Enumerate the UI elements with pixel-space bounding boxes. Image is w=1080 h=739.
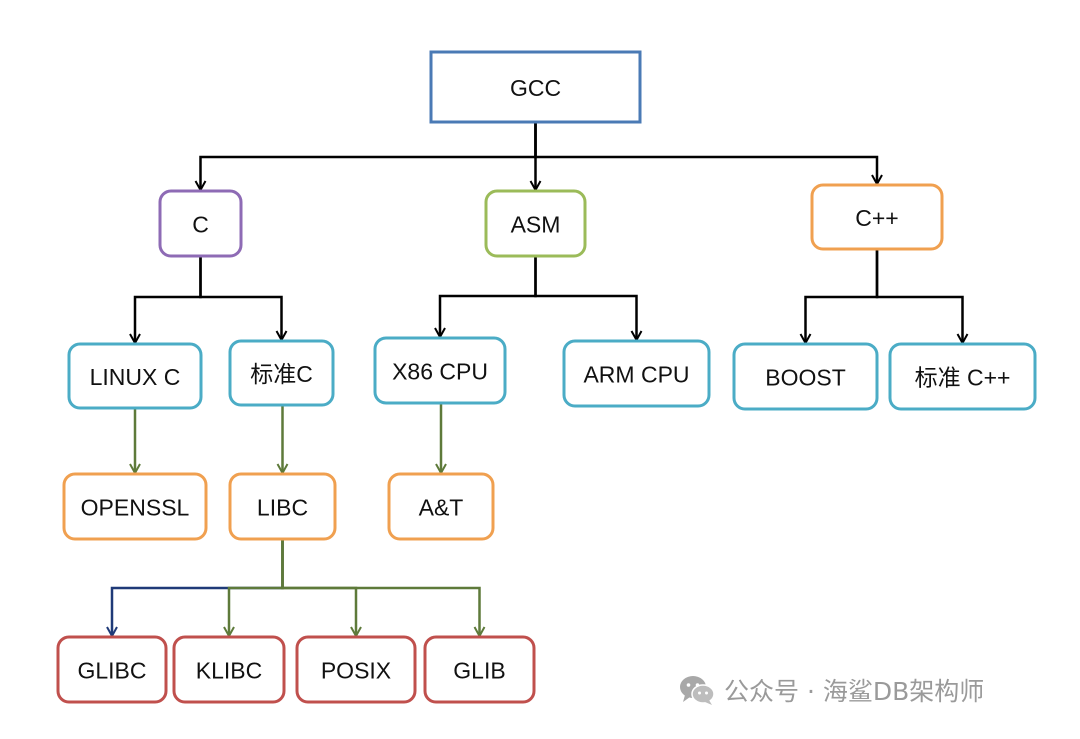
node-box — [423, 635, 536, 704]
edge-cpp-to-boost — [806, 249, 879, 343]
node-asm: ASM — [484, 189, 587, 258]
node-libc: LIBC — [228, 472, 337, 541]
node-label: GLIBC — [77, 658, 146, 684]
node-std-cpp: 标准 C++ — [888, 342, 1037, 411]
node-box — [172, 635, 286, 704]
node-box — [387, 472, 495, 541]
node-label: 标准 C++ — [915, 365, 1011, 391]
node-gcc: GCC — [429, 50, 642, 124]
edge-asm-to-x86_cpu — [440, 256, 537, 337]
node-box — [429, 50, 642, 124]
node-label: X86 CPU — [392, 359, 488, 385]
node-label: ASM — [511, 212, 561, 238]
node-c: C — [158, 189, 243, 258]
node-label: C — [192, 212, 209, 238]
node-arm-cpu: ARM CPU — [562, 339, 711, 408]
node-label: A&T — [419, 495, 464, 521]
node-label: POSIX — [321, 658, 391, 684]
node-box — [67, 342, 203, 410]
edge-asm-to-arm_cpu — [534, 256, 637, 340]
edge-cpp-to-std_cpp — [875, 249, 963, 343]
watermark: 公众号 · 海鲨DB架构师 — [678, 672, 984, 708]
node-glib: GLIB — [423, 635, 536, 704]
watermark-text: 公众号 · 海鲨DB架构师 — [724, 677, 985, 706]
node-label: LIBC — [257, 495, 308, 521]
node-x86-cpu: X86 CPU — [373, 336, 507, 405]
node-klibc: KLIBC — [172, 635, 286, 704]
node-label: GLIB — [453, 658, 505, 684]
wechat-icon — [680, 676, 715, 705]
node-label: C++ — [855, 205, 898, 231]
node-label: 标准C — [250, 361, 313, 387]
node-openssl: OPENSSL — [62, 472, 208, 541]
node-box — [888, 342, 1037, 411]
node-label: OPENSSL — [81, 495, 190, 521]
node-box — [732, 342, 879, 411]
edge-c-to-std_c — [199, 256, 282, 340]
edge-libc-to-glib — [281, 539, 480, 636]
node-label: KLIBC — [196, 658, 262, 684]
node-box — [484, 189, 587, 258]
node-std-c: 标准C — [228, 339, 335, 407]
node-box — [810, 183, 944, 251]
node-label: ARM CPU — [583, 362, 689, 388]
edge-c-to-linux_c — [135, 256, 202, 343]
node-box — [158, 189, 243, 258]
edge-libc-to-klibc — [229, 539, 284, 636]
node-label: BOOST — [765, 365, 846, 391]
node-at: A&T — [387, 472, 495, 541]
node-linux-c: LINUX C — [67, 342, 203, 410]
node-posix: POSIX — [295, 635, 417, 704]
node-label: GCC — [510, 75, 561, 101]
node-boost: BOOST — [732, 342, 879, 411]
node-label: LINUX C — [90, 364, 181, 390]
node-box — [373, 336, 507, 405]
node-box — [562, 339, 711, 408]
edges — [112, 122, 963, 636]
nodes: GCC C ASM C++ LINUX C 标准C X86 CPU ARM CPU BOOST 标… — [56, 50, 1037, 704]
node-box — [56, 635, 168, 704]
node-glibc: GLIBC — [56, 635, 168, 704]
edge-gcc-to-c — [201, 122, 537, 190]
node-cpp: C++ — [810, 183, 944, 251]
node-box — [62, 472, 208, 541]
node-box — [295, 635, 417, 704]
node-box — [228, 339, 335, 407]
edge-gcc-to-cpp — [534, 122, 878, 184]
node-box — [228, 472, 337, 541]
